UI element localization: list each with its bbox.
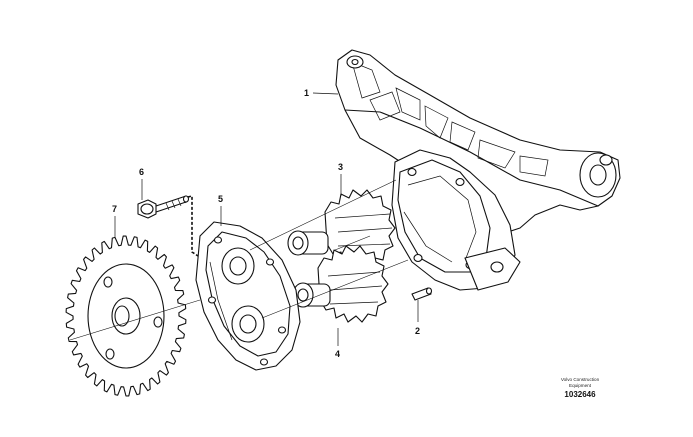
credit-line-1: Volvo Construction (561, 377, 600, 382)
credit-line-2: Equipment (569, 383, 592, 388)
svg-text:6: 6 (139, 167, 144, 177)
callout-3: 3 (338, 162, 343, 196)
svg-text:3: 3 (338, 162, 343, 172)
svg-text:7: 7 (112, 204, 117, 214)
document-number: 1032646 (564, 390, 596, 399)
callout-7: 7 (112, 204, 117, 238)
hex-bolt (137, 195, 190, 219)
callout-6: 6 (139, 167, 144, 200)
pump-cover (195, 221, 301, 371)
callout-1: 1 (304, 88, 339, 98)
alignment-lines (69, 179, 409, 341)
svg-text:4: 4 (335, 349, 340, 359)
drive-gear (65, 235, 187, 397)
publisher-credit: Volvo Construction Equipment 1032646 (561, 377, 600, 399)
bolt-assembly-path (187, 194, 199, 257)
pump-gear-lower (292, 245, 389, 323)
callout-4: 4 (335, 328, 340, 359)
svg-text:2: 2 (415, 326, 420, 336)
callout-2: 2 (415, 300, 420, 336)
svg-text:1: 1 (304, 88, 309, 98)
svg-text:5: 5 (218, 194, 223, 204)
callout-5: 5 (218, 194, 223, 226)
dowel-pin (411, 287, 433, 301)
pump-housing-bracket (335, 49, 621, 291)
